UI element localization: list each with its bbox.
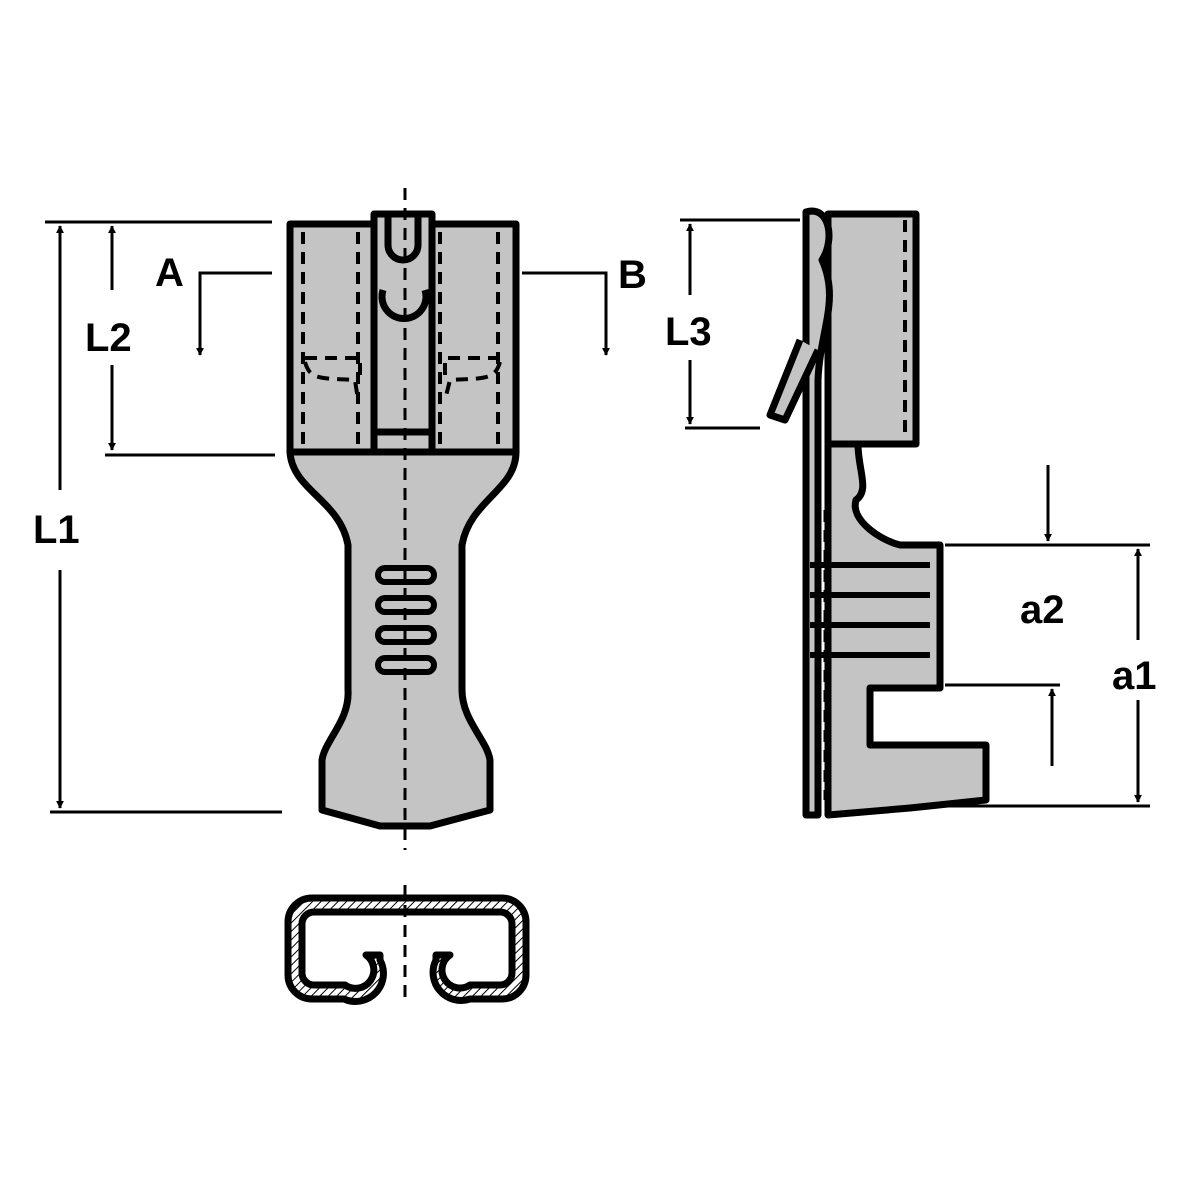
label-L1: L1 bbox=[33, 508, 80, 552]
side-upper-box bbox=[824, 210, 920, 448]
label-a2: a2 bbox=[1020, 588, 1065, 632]
side-body bbox=[824, 440, 990, 819]
cross-section bbox=[284, 894, 530, 1005]
front-center-slot bbox=[370, 210, 436, 456]
label-L2: L2 bbox=[85, 316, 132, 360]
label-a1: a1 bbox=[1112, 654, 1157, 698]
label-L3: L3 bbox=[665, 310, 712, 354]
label-A: A bbox=[155, 251, 184, 295]
label-B: B bbox=[618, 253, 647, 297]
